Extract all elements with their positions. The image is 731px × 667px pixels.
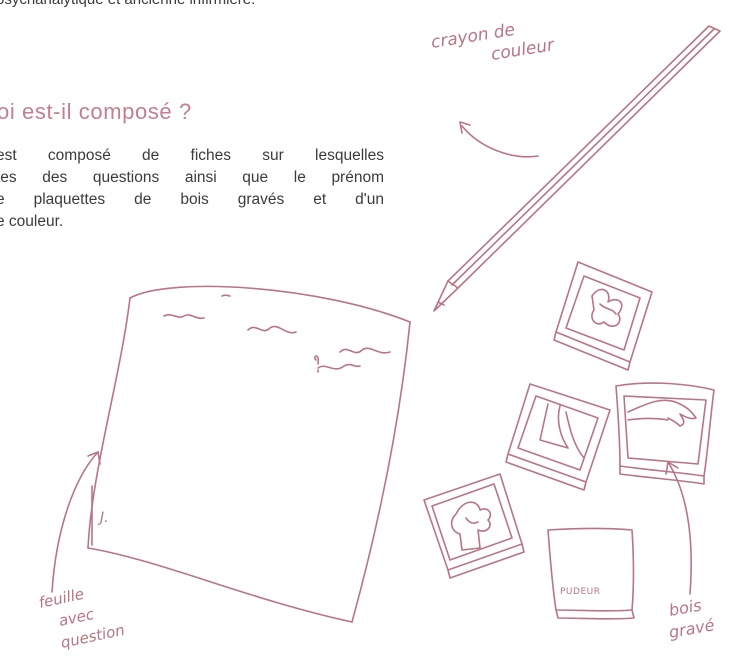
wood-block-drawing (423, 473, 525, 579)
pencil-pointer-arrow (459, 121, 539, 158)
question-sheet-drawing (87, 285, 411, 623)
wood-block-drawing (553, 261, 653, 371)
sheet-label-line: avec (57, 605, 96, 630)
blocks-label-line: bois (667, 596, 703, 620)
section-heading: oi est-il composé ? (0, 99, 192, 124)
wood-block-drawing (505, 383, 611, 491)
paragraph-line: tes des questions ainsi que le prénom (0, 169, 384, 186)
blocks-pointer-arrow (665, 461, 692, 595)
paragraph-line: e couleur. (0, 213, 64, 230)
wood-block-drawing (615, 382, 715, 485)
paragraph-line: e plaquettes de bois gravés et d'un (0, 191, 384, 208)
card-initial: J. (97, 510, 109, 526)
block-word: PUDEUR (560, 587, 600, 597)
colored-pencil-drawing (433, 25, 721, 312)
wood-block-drawing (547, 527, 635, 620)
description-paragraph: est composé de fiches sur lesquelles tes… (0, 145, 384, 233)
sheet-pointer-arrow (51, 451, 101, 593)
blocks-label-line: gravé (667, 615, 716, 642)
paragraph-line: est composé de fiches sur lesquelles (0, 147, 384, 164)
top-partial-line: psychanalytique et ancienne infirmière. (0, 0, 416, 8)
